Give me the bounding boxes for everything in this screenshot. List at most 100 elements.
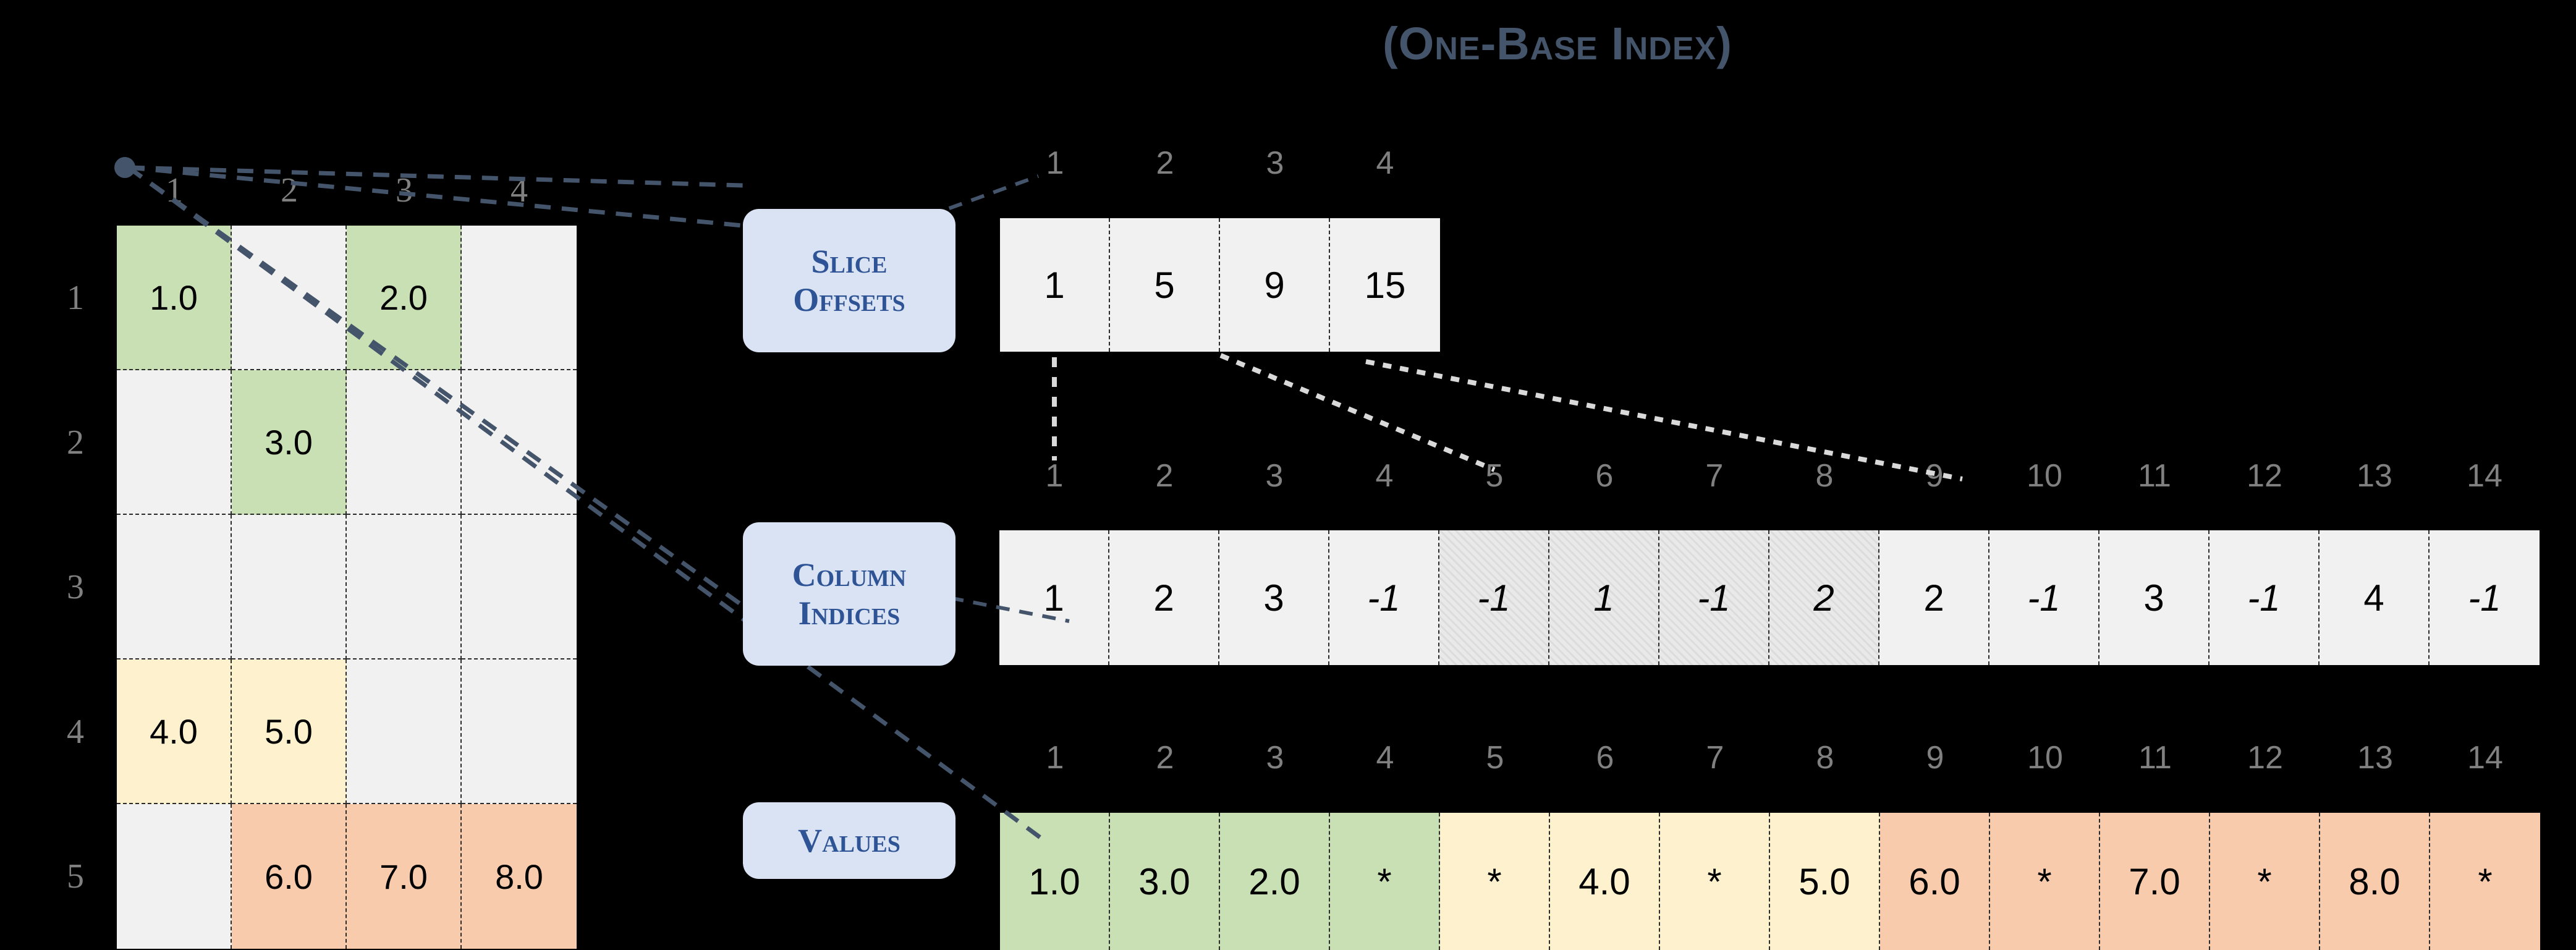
column-indices-label-line1: Column [792,556,907,593]
values-cell-9: 6.0 [1880,813,1990,950]
values-index-9: 9 [1926,740,1944,776]
values-index-5: 5 [1486,740,1504,776]
column-indices-index-7: 7 [1705,458,1724,494]
column-indices-cell-13: 4 [2320,530,2430,665]
matrix-cell-r1c2 [232,226,347,370]
matrix-col-header-3: 3 [396,171,413,210]
column-indices-cell-8: 2 [1769,530,1879,665]
matrix-anchor-dot [114,157,135,178]
matrix-row-header-3: 3 [67,568,84,606]
values-cell-7: * [1660,813,1770,950]
column-indices-cell-4: -1 [1329,530,1439,665]
matrix-cell-r2c2: 3.0 [232,370,347,515]
slice-offsets-index-header: 1 2 3 4 [1000,145,1440,182]
matrix-cell-r3c4 [462,515,577,659]
values-index-11: 11 [2138,740,2172,776]
values-cell-14: * [2430,813,2540,950]
slice-offsets-cell-1: 1 [1000,218,1110,352]
values-cell-4: * [1330,813,1440,950]
column-indices-cell-5: -1 [1439,530,1549,665]
matrix-row-header-1: 1 [67,279,84,317]
values-index-7: 7 [1706,740,1724,776]
values-index-8: 8 [1816,740,1834,776]
values-cell-2: 3.0 [1110,813,1220,950]
matrix-cell-r4c3 [347,659,462,804]
matrix-cell-r5c4: 8.0 [462,804,577,949]
column-indices-index-2: 2 [1155,458,1174,494]
column-indices-index-9: 9 [1925,458,1944,494]
values-label-line1: Values [798,821,900,859]
values-index-6: 6 [1596,740,1614,776]
values-cell-12: * [2210,813,2320,950]
slice-offsets-label[interactable]: Slice Offsets [743,209,955,352]
column-indices-cell-12: -1 [2210,530,2320,665]
column-indices-index-13: 13 [2357,458,2392,494]
slice-offsets-index-4: 4 [1376,145,1394,181]
column-indices-cell-7: -1 [1659,530,1769,665]
column-indices-cell-9: 2 [1879,530,1989,665]
values-cell-1: 1.0 [1000,813,1110,950]
slice-offsets-index-3: 3 [1266,145,1284,181]
slice-offsets-cell-4: 15 [1330,218,1440,352]
column-indices-index-14: 14 [2467,458,2502,494]
matrix-col-header-1: 1 [166,171,183,210]
values-index-12: 12 [2247,740,2283,776]
values-cell-13: 8.0 [2320,813,2430,950]
matrix-cell-r5c3: 7.0 [347,804,462,949]
matrix-cell-r4c2: 5.0 [232,659,347,804]
values-cell-8: 5.0 [1770,813,1880,950]
column-indices-index-10: 10 [2027,458,2062,494]
matrix-cell-r4c4 [462,659,577,804]
matrix-cell-r2c1 [117,370,232,515]
values-cell-6: 4.0 [1550,813,1660,950]
column-indices-cell-1: 1 [999,530,1109,665]
matrix-row-header-4: 4 [67,713,84,751]
values-index-13: 13 [2357,740,2393,776]
matrix-cell-r3c2 [232,515,347,659]
matrix-cell-r3c1 [117,515,232,659]
matrix-cell-r5c2: 6.0 [232,804,347,949]
values-index-14: 14 [2467,740,2503,776]
column-indices-cell-2: 2 [1109,530,1219,665]
offset-guide-5 [1219,353,1496,472]
slice-offsets-cell-3: 9 [1220,218,1330,352]
slice-offsets-index-2: 2 [1156,145,1174,181]
column-indices-cell-10: -1 [1989,530,2099,665]
matrix-row-header-5: 5 [67,857,84,896]
column-indices-index-6: 6 [1595,458,1614,494]
slice-offsets-label-line2: Offsets [793,281,905,318]
values-index-1: 1 [1046,740,1064,776]
slice-offsets-index-1: 1 [1046,145,1064,181]
matrix-cell-r2c3 [347,370,462,515]
column-indices-label[interactable]: Column Indices [743,522,955,666]
matrix-row-header-2: 2 [67,423,84,462]
column-indices-label-line2: Indices [798,595,900,632]
column-indices-cell-11: 3 [2099,530,2210,665]
column-indices-index-11: 11 [2138,458,2171,494]
values-label[interactable]: Values [743,802,955,879]
page-title: (One-Base Index) [1383,18,1732,69]
matrix-col-header-4: 4 [511,171,528,210]
slice-offsets-label-line1: Slice [811,242,888,280]
matrix-cell-r1c3: 2.0 [347,226,462,370]
values-index-2: 2 [1156,740,1174,776]
column-indices-index-12: 12 [2247,458,2282,494]
matrix-cell-r3c3 [347,515,462,659]
matrix-cell-r1c4 [462,226,577,370]
column-indices-index-3: 3 [1265,458,1284,494]
column-indices-cell-3: 3 [1219,530,1329,665]
matrix-cell-r2c4 [462,370,577,515]
values-cell-11: 7.0 [2100,813,2210,950]
column-indices-cell-14: -1 [2430,530,2540,665]
values-cell-3: 2.0 [1220,813,1330,950]
matrix-cell-r1c1: 1.0 [117,226,232,370]
values-index-4: 4 [1376,740,1394,776]
matrix-cell-r4c1: 4.0 [117,659,232,804]
